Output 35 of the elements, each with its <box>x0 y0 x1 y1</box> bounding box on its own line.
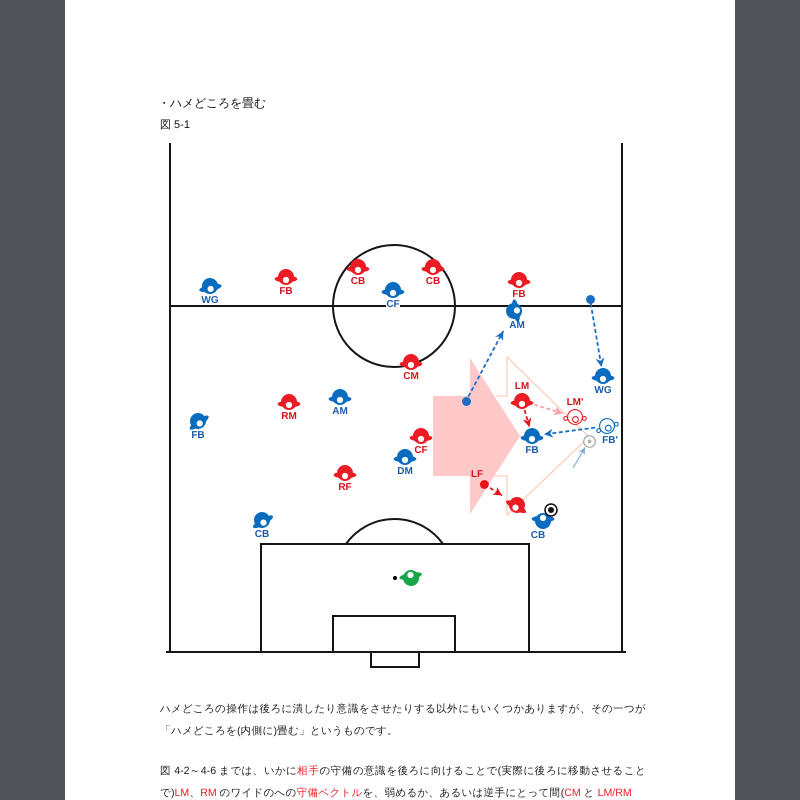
arrow <box>572 447 586 468</box>
player-label: CF <box>414 445 428 456</box>
player-label: CB <box>254 529 270 540</box>
body-paragraph: 図 4-2～4-6 までは、いかに相手の守備の意識を後ろに向けることで(実際に後ろに移動させることで)LM、RM のワイドのへの守備ベクトルを、弱めるか、あるいは逆手にとって間(CM と LM/RM <box>160 764 646 800</box>
player-label: LF <box>470 468 484 480</box>
arrow <box>522 410 532 428</box>
arrow <box>544 426 596 438</box>
player-label: FB <box>191 430 205 441</box>
player-label: CF <box>386 299 400 310</box>
arrow <box>534 404 564 416</box>
block-arrow <box>433 358 520 514</box>
player-icon <box>398 567 424 589</box>
player-label: FB' <box>602 435 618 446</box>
player-label: FB <box>525 445 539 456</box>
arrow <box>590 303 604 368</box>
player-label: CM <box>403 371 419 382</box>
section-title: ・ハメどころを畳む <box>158 95 266 111</box>
player-label: WG <box>594 385 612 396</box>
player-label: CB <box>530 530 546 541</box>
player-label: CB <box>426 276 440 287</box>
arrow <box>490 486 503 496</box>
player-label: LM' <box>566 397 584 408</box>
body-paragraph: ハメどころの操作は後ろに潰したり意識をさせたりする以外にもいくつかありますが、その一つが「ハメどころを(内側に)畳む」というものです。 <box>160 702 646 739</box>
player-label: AM <box>509 320 525 331</box>
player-label: RM <box>281 411 297 422</box>
player-label: LM <box>514 381 530 392</box>
player-label: FB <box>279 286 293 297</box>
player-label: FB <box>512 289 526 300</box>
figure-caption: 図 5-1 <box>160 118 190 132</box>
player-label: AM <box>332 406 348 417</box>
player-label: WG <box>201 295 219 306</box>
player-label: DM <box>397 466 413 477</box>
arrow <box>468 330 504 397</box>
player-label: RF <box>338 482 352 493</box>
player-label: CB <box>350 276 366 287</box>
